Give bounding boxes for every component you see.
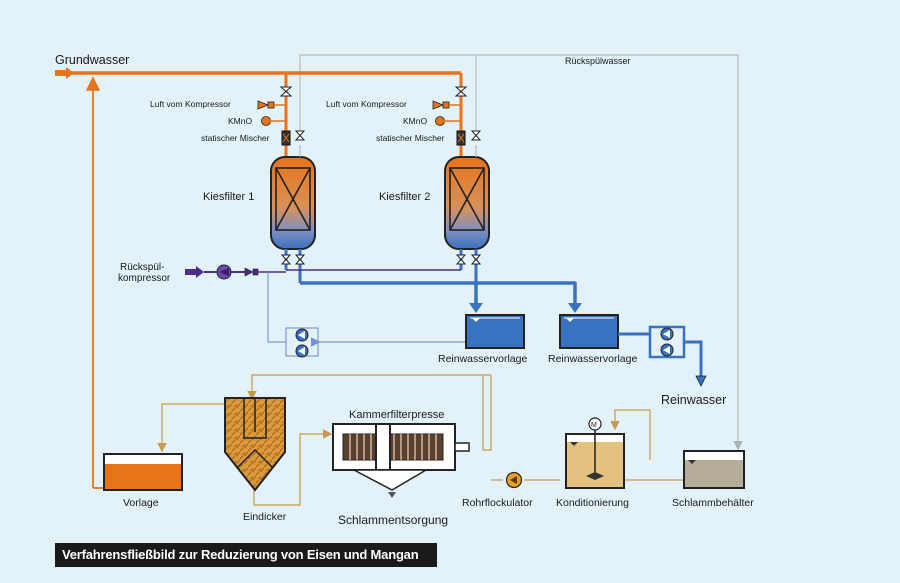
reinwasservorlage-tank-2 <box>559 314 619 349</box>
filter-outlet-valves <box>280 249 482 283</box>
groundwater-inlet-arrow <box>55 67 74 79</box>
sludge-lines <box>157 374 683 506</box>
label-rueckspuel-line1: Rückspül- <box>120 262 164 273</box>
filter2-inlet-equipment <box>432 86 482 146</box>
label-luft2: Luft vom Kompressor <box>326 99 407 109</box>
label-rueckspuel-line2: kompressor <box>118 273 171 284</box>
konditionierung-tank <box>565 417 625 489</box>
label-kmno2: KMnO <box>403 116 427 126</box>
filter1-inlet-equipment <box>257 86 306 146</box>
label-konditionierung: Konditionierung <box>556 497 629 509</box>
schlammbehaelter-tank <box>683 450 745 489</box>
clean-water-lines <box>300 281 577 305</box>
label-mischer1: statischer Mischer <box>201 133 270 143</box>
label-schlammbehaelter: Schlammbehälter <box>672 497 754 509</box>
label-kiesfilter2: Kiesfilter 2 <box>379 191 430 203</box>
label-schlammentsorgung: Schlammentsorgung <box>338 513 448 527</box>
label-eindicker: Eindicker <box>243 511 287 523</box>
vorlage-tank <box>103 453 183 491</box>
label-kiesfilter1: Kiesfilter 1 <box>203 191 254 203</box>
label-reinwasservorlage2: Reinwasservorlage <box>548 353 637 365</box>
diagram-caption: Verfahrensfließbild zur Reduzierung von … <box>55 543 437 567</box>
label-kmno1: KMnO <box>228 116 252 126</box>
kiesfilter-1 <box>270 145 316 250</box>
label-vorlage: Vorlage <box>123 497 159 509</box>
backwash-pumps <box>295 328 309 358</box>
rohrflockulator <box>505 471 523 489</box>
label-reinwasser: Reinwasser <box>661 393 726 407</box>
backwash-compressor <box>185 264 461 280</box>
label-kammerfilterpresse: Kammerfilterpresse <box>349 409 444 421</box>
label-motor: M <box>591 422 597 429</box>
reinwasservorlage-tank-1 <box>465 314 525 349</box>
reinwasser-outlet <box>618 325 707 387</box>
label-reinwasservorlage1: Reinwasservorlage <box>438 353 527 365</box>
eindicker <box>224 397 286 492</box>
clean-water-arrowheads <box>469 303 582 313</box>
backwash-water-line <box>299 54 743 451</box>
label-rohrflockulator: Rohrflockulator <box>462 497 533 509</box>
kammerfilterpresse <box>332 423 470 498</box>
label-mischer2: statischer Mischer <box>376 133 445 143</box>
label-rueckspuelwasser: Rückspülwasser <box>565 56 631 66</box>
kiesfilter-2 <box>444 145 490 250</box>
label-grundwasser: Grundwasser <box>55 53 129 67</box>
label-luft1: Luft vom Kompressor <box>150 99 231 109</box>
